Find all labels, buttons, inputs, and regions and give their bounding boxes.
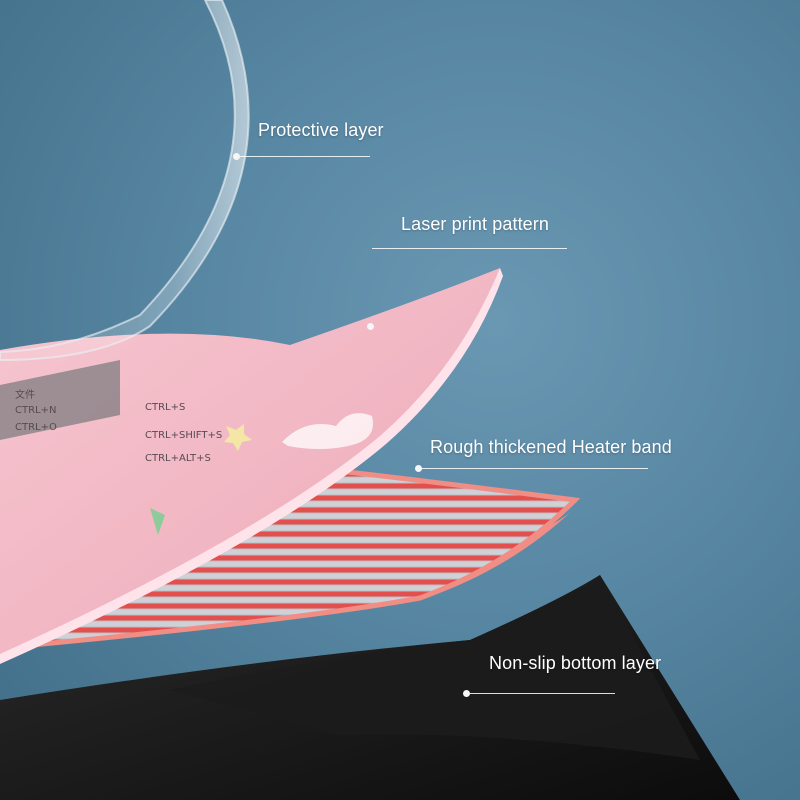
laser-print-sheet (0, 268, 500, 660)
laser-print-leader (372, 248, 567, 249)
print-text: CTRL+S (145, 402, 185, 413)
protective-layer-label: Protective layer (258, 120, 384, 140)
print-text: CTRL+SHIFT+S (145, 430, 222, 441)
protective-layer-marker (233, 153, 240, 160)
protective-layer (0, 0, 250, 362)
bottom-layer-label: Non-slip bottom layer (489, 653, 662, 673)
print-text: CTRL+ALT+S (145, 453, 211, 464)
bottom-layer-leader (470, 693, 615, 694)
laser-print-marker (367, 323, 374, 330)
heater-band-marker (415, 465, 422, 472)
laser-print-label: Laser print pattern (401, 214, 549, 234)
print-star (224, 424, 252, 451)
protective-layer-leader (240, 156, 370, 157)
print-text: 文件 (15, 388, 35, 401)
heater-band-label: Rough thickened Heater band (430, 437, 672, 457)
print-icon-green (150, 508, 165, 535)
heater-band (0, 470, 575, 648)
bottom-layer-top-surface (170, 575, 700, 760)
bottom-layer-marker (463, 690, 470, 697)
heater-band-leader (420, 468, 648, 469)
print-text: CTRL+N (15, 405, 56, 416)
print-text: CTRL+O (15, 422, 57, 433)
